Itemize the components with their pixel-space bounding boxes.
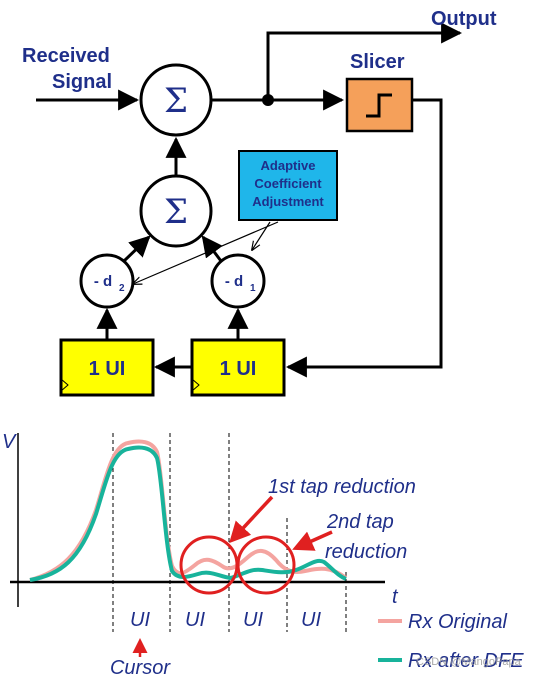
tap2-label: - d: [94, 273, 112, 290]
y-axis-label: V: [2, 431, 17, 453]
delay-block-2: 1 UI: [59, 338, 155, 397]
legend-label-original: Rx Original: [408, 611, 507, 633]
tap1-annotation: 1st tap reduction: [268, 476, 416, 498]
ui-label-cursor: UI: [130, 609, 150, 631]
rx-after-dfe-curve: [29, 445, 347, 582]
ui-label-post1: UI: [185, 609, 205, 631]
tap2-subscript: 2: [119, 283, 125, 294]
tap1-annotation-arrow: [229, 495, 274, 544]
cursor-label: Cursor: [110, 657, 171, 679]
output-label: Output: [431, 8, 497, 30]
ui-label-post3: UI: [301, 609, 321, 631]
adapt-to-tap1-arrow: [252, 221, 271, 250]
output-arrow: [266, 22, 463, 100]
x-axis-label: t: [392, 586, 399, 608]
delay-block-2-label: 1 UI: [89, 358, 126, 380]
slicer-block: [345, 77, 414, 133]
main-summer: Σ: [139, 63, 213, 137]
main-summer-symbol: Σ: [164, 81, 188, 121]
adaptive-line2: Coefficient: [254, 176, 322, 191]
tap2-annotation-line1: 2nd tap: [326, 511, 394, 533]
input-label-line2: Signal: [52, 71, 112, 93]
tap1-coefficient: - d 1: [210, 253, 266, 309]
tap2-coefficient: - d 2: [79, 253, 135, 309]
tap1-label: - d: [225, 273, 243, 290]
ui-label-post2: UI: [243, 609, 263, 631]
tap2-annotation-arrow: [292, 530, 333, 551]
tap1-reduction-circle: [179, 535, 239, 595]
block-diagram: Received Signal Σ Output Slicer Σ: [22, 8, 497, 397]
slicer-label: Slicer: [350, 51, 405, 73]
feedback-summer-symbol: Σ: [164, 192, 188, 232]
tap1-subscript: 1: [250, 283, 256, 294]
tap1-to-summer-arrow: [201, 235, 223, 262]
watermark: CSDN @MangoPapa: [416, 656, 522, 668]
feedback-summer: Σ: [139, 174, 213, 248]
feedback-line: [285, 98, 443, 378]
slicer-step-icon: [366, 93, 392, 118]
adaptive-line3: Adjustment: [252, 194, 324, 209]
adaptive-coefficient-block: Adaptive Coefficient Adjustment: [238, 150, 338, 221]
legend-label-dfe: Rx after DFE: [408, 650, 524, 672]
adaptive-line1: Adaptive: [261, 158, 316, 173]
tap2-annotation-line2: reduction: [325, 541, 407, 563]
tap2-reduction-circle: [236, 535, 296, 595]
waveform-plot: V t UI UI UI UI 1st tap reduction 2nd ta…: [2, 431, 524, 679]
adapt-to-tap2-arrow: [133, 221, 279, 284]
delay-block-1-label: 1 UI: [220, 358, 257, 380]
ui-boundaries: [112, 433, 347, 632]
tap2-to-summer-arrow: [122, 235, 151, 263]
rx-original-curve: [29, 439, 348, 582]
legend: Rx Original Rx after DFE: [378, 611, 524, 672]
delay-block-1: 1 UI: [190, 338, 286, 397]
input-label-line1: Received: [22, 45, 110, 67]
